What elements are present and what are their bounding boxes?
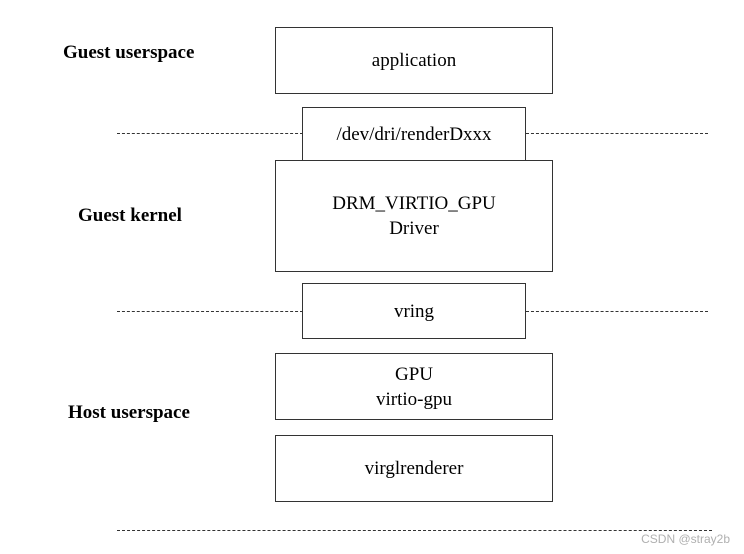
layer-label-guest-userspace: Guest userspace: [63, 42, 195, 63]
box-gpu-line2: virtio-gpu: [376, 388, 452, 410]
box-gpu-line1: GPU: [394, 363, 433, 385]
separator-dashed-bottom: [117, 530, 712, 531]
box-virglrenderer: virglrenderer: [275, 435, 553, 502]
box-virgl-text: virglrenderer: [364, 458, 464, 479]
layer-label-host-userspace: Host userspace: [68, 402, 190, 423]
box-renderdev: /dev/dri/renderDxxx: [302, 107, 526, 162]
box-drm-line2: Driver: [389, 218, 439, 239]
watermark: CSDN @stray2b: [641, 532, 730, 546]
box-application: application: [275, 27, 553, 94]
box-application-text: application: [371, 50, 457, 71]
box-drm-driver: DRM_VIRTIO_GPU Driver: [275, 160, 553, 272]
separator-dashed-right-2: [526, 311, 708, 312]
separator-dashed-left-1: [117, 133, 303, 134]
box-vring: vring: [302, 283, 526, 339]
separator-dashed-left-2: [117, 311, 303, 312]
box-renderdev-text: /dev/dri/renderDxxx: [336, 124, 492, 145]
layer-label-guest-kernel: Guest kernel: [78, 205, 182, 226]
box-vring-text: vring: [393, 300, 435, 322]
separator-dashed-right-1: [526, 133, 708, 134]
box-gpu: GPU virtio-gpu: [275, 353, 553, 420]
box-drm-line1: DRM_VIRTIO_GPU: [332, 193, 496, 214]
